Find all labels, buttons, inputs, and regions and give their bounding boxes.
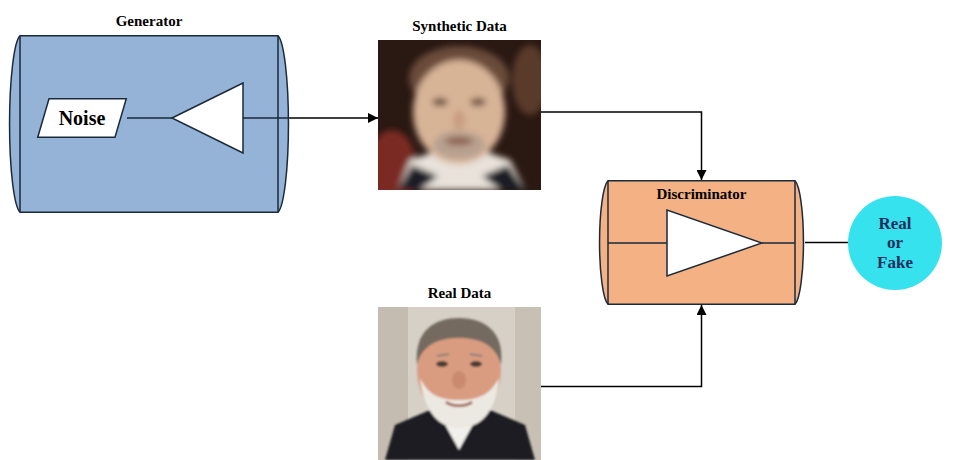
output-circle: Real or Fake xyxy=(848,196,942,290)
real-face-image xyxy=(378,307,541,460)
node-heading: Real Data xyxy=(378,285,541,302)
cylinder-rim xyxy=(19,36,21,213)
node-label: Noise xyxy=(59,107,106,130)
arrow-connector xyxy=(541,112,702,180)
node-label: Real or Fake xyxy=(872,214,918,273)
circle-shape xyxy=(848,196,942,290)
arrow-connector xyxy=(290,117,378,119)
generator-cylinder: GeneratorNoise xyxy=(8,35,290,213)
cylinder-body xyxy=(600,181,804,305)
cylinder-rim xyxy=(794,181,796,305)
arrow-connector xyxy=(805,242,848,244)
arrow-connector xyxy=(541,305,702,387)
cylinder-body xyxy=(10,36,289,213)
signal-wire xyxy=(127,117,172,119)
node-label: Discriminator xyxy=(657,186,747,203)
signal-wire xyxy=(608,242,667,244)
cylinder-rim xyxy=(607,181,609,305)
signal-wire xyxy=(243,117,290,119)
cylinder-rim xyxy=(277,36,279,213)
node-heading: Generator xyxy=(8,13,290,30)
node-heading: Synthetic Data xyxy=(378,18,541,35)
noise-input: Noise xyxy=(37,98,127,138)
parallelogram-shape xyxy=(38,99,127,138)
signal-wire xyxy=(762,242,795,244)
synthetic-face-image xyxy=(378,40,541,190)
